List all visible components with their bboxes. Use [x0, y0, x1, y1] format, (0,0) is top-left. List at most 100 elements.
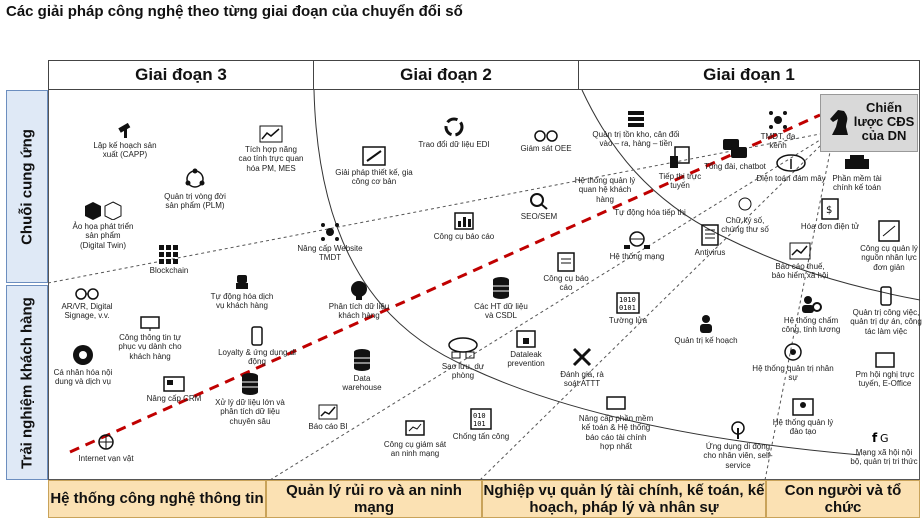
item-security-audit-label: Đánh giá, rà soát ATTT — [560, 370, 604, 389]
category-risk-security-label: Quản lý rủi ro và an ninh mạng — [286, 481, 462, 516]
category-finance-hr-label: Nghiệp vụ quản lý tài chính, kế toán, kế… — [483, 481, 765, 516]
item-vendor-mgmt: Hệ thống quản lý quan hệ khách hàng — [572, 176, 638, 204]
item-report-tool-label: Công cụ báo cáo — [433, 232, 495, 241]
item-customer-analytics-label: Phân tích dữ liệu khách hàng — [328, 302, 390, 321]
seo-icon — [530, 193, 548, 210]
crm-icon — [163, 376, 185, 392]
head-brain-icon — [351, 281, 367, 300]
cloud-server-icon — [448, 337, 478, 359]
database-icon — [493, 277, 509, 299]
item-accounting-sw-2-label: Phần mềm tài chính kế toán — [832, 174, 882, 193]
item-oee: Giám sát OEE — [516, 128, 576, 153]
item-bi: Báo cáo BI — [300, 404, 356, 431]
item-antivirus-label: Antivirus — [694, 248, 726, 257]
svg-text:1010: 1010 — [619, 296, 636, 304]
category-finance-hr: Nghiệp vụ quản lý tài chính, kế toán, kế… — [482, 480, 766, 518]
item-training-label: Hệ thống quản lý đào tạo — [772, 418, 834, 437]
item-blockchain: Blockchain — [142, 244, 196, 275]
item-employee-app: Ứng dụng di động cho nhân viên, self-ser… — [700, 420, 776, 470]
item-big-data-label: Xử lý dữ liệu lớn và phân tích dữ liệu c… — [215, 398, 285, 426]
item-data-warehouse: Data warehouse — [334, 348, 390, 393]
item-accounting-sw-label: Nâng cấp phần mềm kế toán & Hệ thống báo… — [578, 414, 654, 452]
item-invoice-auto-label: Tự động hóa tiếp thị — [614, 208, 686, 217]
main-trajectory-line — [69, 113, 821, 454]
item-esign: Chữ ký số, chứng thư số — [714, 196, 776, 235]
video-call-icon — [875, 352, 895, 368]
item-bi-label: Báo cáo BI — [308, 422, 348, 431]
item-einvoice: $ Hóa đơn điện tử — [800, 198, 860, 231]
item-edi: Trao đổi dữ liệu EDI — [418, 116, 490, 149]
trend-chart-icon — [318, 404, 338, 420]
phone-laptop-icon — [670, 146, 690, 168]
iot-icon — [98, 434, 114, 450]
blockchain-icon — [159, 245, 178, 264]
item-capp: Lập kế hoạch sản xuất (CAPP) — [88, 123, 162, 160]
item-hrm-label: Hệ thống quản trị nhân sự — [752, 364, 834, 383]
item-pm-mes-label: Tích hợp năng cao tính trực quan hóa PM,… — [238, 145, 304, 173]
monitor-chart-icon — [405, 420, 425, 436]
category-it-systems: Hệ thống công nghệ thông tin — [48, 480, 266, 518]
dashed-line-4 — [764, 151, 831, 481]
item-arvr-label: AR/VR, Digital Signage, v.v. — [61, 302, 113, 321]
item-plm-label: Quản trị vòng đời sản phẩm (PLM) — [164, 192, 226, 211]
person-icon — [700, 315, 712, 333]
item-design: Giải pháp thiết kế, gia công cơ bản — [334, 146, 414, 187]
svg-text:0101: 0101 — [619, 304, 636, 312]
svg-text:101: 101 — [473, 420, 486, 428]
database-icon — [354, 349, 370, 371]
item-social-label: Mạng xã hội nội bộ, quản trị tri thức — [850, 448, 918, 467]
chess-knight-icon — [830, 110, 848, 135]
strategy-label: Chiến lược CĐS của DN — [853, 100, 915, 144]
item-hr-system-label: Hệ thống chấm công, tính lương — [781, 316, 841, 335]
svg-text:$: $ — [826, 205, 832, 216]
item-tmdt: TMDT, đa kênh — [752, 110, 804, 151]
design-icon — [362, 146, 386, 166]
item-network-label: Hệ thống mạng — [609, 252, 665, 261]
item-online-meeting-label: Pm hội nghị trực tuyến, E-Office — [855, 370, 915, 389]
category-it-systems-label: Hệ thống công nghệ thông tin — [50, 490, 264, 508]
item-task-mgmt-label: Quản trị công việc, quản trị dự án, công… — [850, 308, 922, 336]
item-blockchain-label: Blockchain — [149, 266, 189, 275]
item-arvr: AR/VR, Digital Signage, v.v. — [56, 286, 118, 321]
item-website: Nâng cấp Website TMDT — [294, 222, 366, 263]
page-title: Các giải pháp công nghệ theo từng giai đ… — [6, 3, 463, 20]
item-dataleak-label: Dataleak prevention — [507, 350, 545, 369]
item-chatbot: Tổng đài, chatbot — [704, 138, 766, 171]
item-dbms-label: Các HT dữ liệu và CSDL — [474, 302, 528, 321]
report-doc-icon — [557, 252, 575, 272]
svg-text:G: G — [880, 432, 889, 445]
arc-line-stage1 — [581, 89, 921, 301]
smartphone-icon — [251, 326, 263, 346]
row-customer-experience: Trải nghiệm khách hàng — [6, 285, 48, 480]
item-digital-twin-label: Ảo họa phát triển sản phẩm (Digital Twin… — [72, 222, 134, 250]
hr-cycle-icon — [784, 343, 802, 361]
item-cloud-label: Điện toán đám mây — [756, 174, 826, 183]
item-iot-label: Internet vạn vật — [78, 454, 134, 463]
item-personalize-label: Cá nhân hóa nội dung và dịch vụ — [53, 368, 113, 387]
item-self-service-label: Công thông tin tự phục vụ dành cho khách… — [118, 333, 182, 361]
stage-3-header: Giai đoạn 3 — [48, 60, 314, 90]
item-personalize: Cá nhân hóa nội dung và dịch vụ — [48, 344, 118, 387]
database-icon — [242, 373, 258, 395]
item-planning: Quản trị kế hoạch — [672, 314, 740, 345]
item-seo-label: SEO/SEM — [520, 212, 558, 221]
item-cloud: Điện toán đám mây — [756, 152, 826, 183]
gavel-icon — [118, 123, 131, 138]
item-rpa: Tự động hóa dịch vụ khách hàng — [206, 272, 278, 311]
item-tax-report: Báo cáo thuế, bảo hiểm xã hội — [768, 242, 832, 281]
item-digital-twin: Ảo họa phát triển sản phẩm (Digital Twin… — [72, 200, 134, 250]
printer-icon — [845, 155, 869, 169]
item-tax-report-label: Báo cáo thuế, bảo hiểm xã hội — [771, 262, 829, 281]
network-node-icon — [321, 223, 339, 241]
item-planning-label: Quản trị kế hoạch — [674, 336, 738, 345]
item-accounting-sw-2: Phần mềm tài chính kế toán — [826, 154, 888, 193]
trend-chart-icon — [259, 125, 283, 143]
item-oee-label: Giám sát OEE — [520, 144, 572, 153]
monitor-icon — [606, 396, 626, 410]
item-backup: Sao lưu, dự phòng — [432, 336, 494, 381]
signature-icon — [738, 197, 752, 211]
item-iot: Internet vạn vật — [74, 432, 138, 463]
